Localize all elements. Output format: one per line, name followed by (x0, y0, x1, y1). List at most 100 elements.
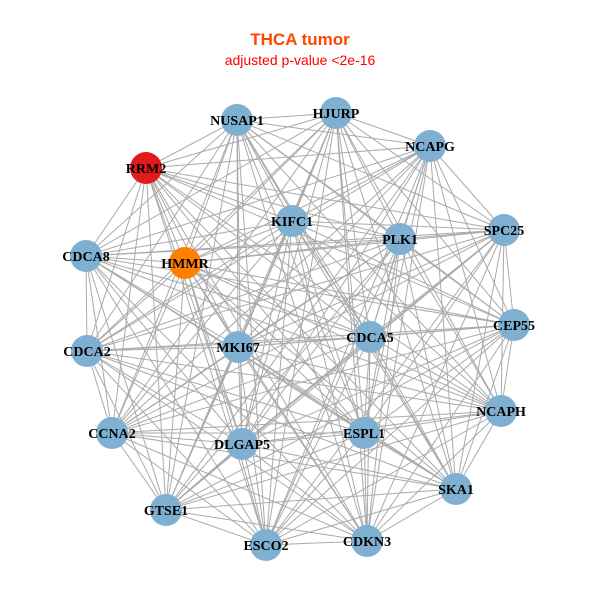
edge (236, 119, 457, 490)
node-label: PLK1 (382, 233, 418, 248)
edge (145, 145, 431, 169)
edge (184, 262, 371, 338)
edge (366, 145, 431, 542)
edge (335, 112, 371, 338)
node-circle (130, 152, 162, 184)
edge (184, 262, 243, 445)
edge (399, 238, 457, 490)
edge (237, 346, 368, 542)
node-label: NUSAP1 (210, 114, 264, 129)
edge (85, 255, 239, 348)
edge (366, 488, 457, 542)
node-label: NCAPG (405, 140, 455, 155)
node-label: CDKN3 (343, 535, 391, 550)
edge (86, 262, 186, 352)
chart-subtitle: adjusted p-value <2e-16 (224, 52, 376, 68)
edge (236, 119, 293, 222)
edge (111, 432, 243, 445)
node-circle (169, 247, 201, 279)
edge (184, 262, 502, 412)
edge (85, 255, 457, 490)
edge (369, 336, 457, 490)
edge (111, 229, 505, 434)
edge (236, 119, 431, 147)
edge (111, 167, 147, 434)
edge (291, 220, 401, 240)
node-label: MKI67 (216, 341, 260, 356)
node-label: ESPL1 (343, 427, 385, 442)
node-circle (226, 428, 258, 460)
edge (165, 488, 457, 511)
edge (85, 255, 515, 326)
edge (265, 238, 401, 546)
node-label: CDCA5 (346, 331, 393, 346)
edge (85, 119, 238, 257)
edge (165, 262, 186, 511)
edge (86, 238, 401, 352)
edge (111, 220, 293, 434)
edge (145, 167, 267, 546)
edge (86, 346, 239, 352)
edge (165, 324, 515, 511)
edge (184, 262, 457, 490)
edge (369, 336, 502, 412)
edge (145, 167, 401, 240)
edge (265, 540, 368, 546)
edge (86, 350, 267, 546)
edge (85, 255, 371, 338)
node-circle (351, 525, 383, 557)
edge (429, 145, 505, 231)
edge (85, 229, 505, 257)
edge (111, 432, 368, 542)
node-cdca8: CDCA8 (62, 240, 110, 272)
edge (85, 167, 147, 257)
edge (429, 145, 457, 490)
node-label: HJURP (313, 107, 360, 122)
edge (366, 324, 515, 542)
edge (366, 229, 505, 542)
edge (236, 119, 502, 412)
edge (291, 220, 457, 490)
node-label: SPC25 (484, 224, 524, 239)
node-label: CCNA2 (88, 427, 135, 442)
node-dlgap5: DLGAP5 (214, 428, 270, 460)
edge (111, 324, 515, 434)
node-circle (354, 321, 386, 353)
edge (291, 220, 371, 338)
edge (291, 220, 368, 542)
edge (85, 255, 368, 542)
edge (86, 119, 238, 352)
edge (165, 336, 371, 511)
edge (86, 112, 337, 352)
node-circle (96, 417, 128, 449)
edge (369, 238, 401, 338)
node-hmmr: HMMR (161, 247, 210, 279)
node-hjurp: HJURP (313, 97, 360, 129)
edge (265, 324, 515, 546)
node-circle (276, 205, 308, 237)
edge (85, 255, 186, 264)
edge (237, 336, 371, 348)
edge (85, 220, 293, 257)
edge (111, 336, 371, 434)
edge (241, 238, 401, 445)
node-rrm2: RRM2 (126, 152, 166, 184)
node-label: CDCA8 (62, 250, 109, 265)
edge (145, 167, 368, 542)
node-circle (70, 240, 102, 272)
node-espl1: ESPL1 (343, 417, 385, 449)
edge (184, 262, 267, 546)
edge (86, 350, 502, 412)
edge (111, 346, 239, 434)
edge (291, 145, 431, 222)
node-label: CDCA2 (63, 345, 110, 360)
node-circle (250, 529, 282, 561)
edge (145, 119, 238, 169)
edge (85, 255, 243, 445)
edge (111, 432, 457, 490)
node-ncapg: NCAPG (405, 130, 455, 162)
edge (237, 346, 502, 412)
chart-title: THCA tumor (250, 30, 350, 49)
